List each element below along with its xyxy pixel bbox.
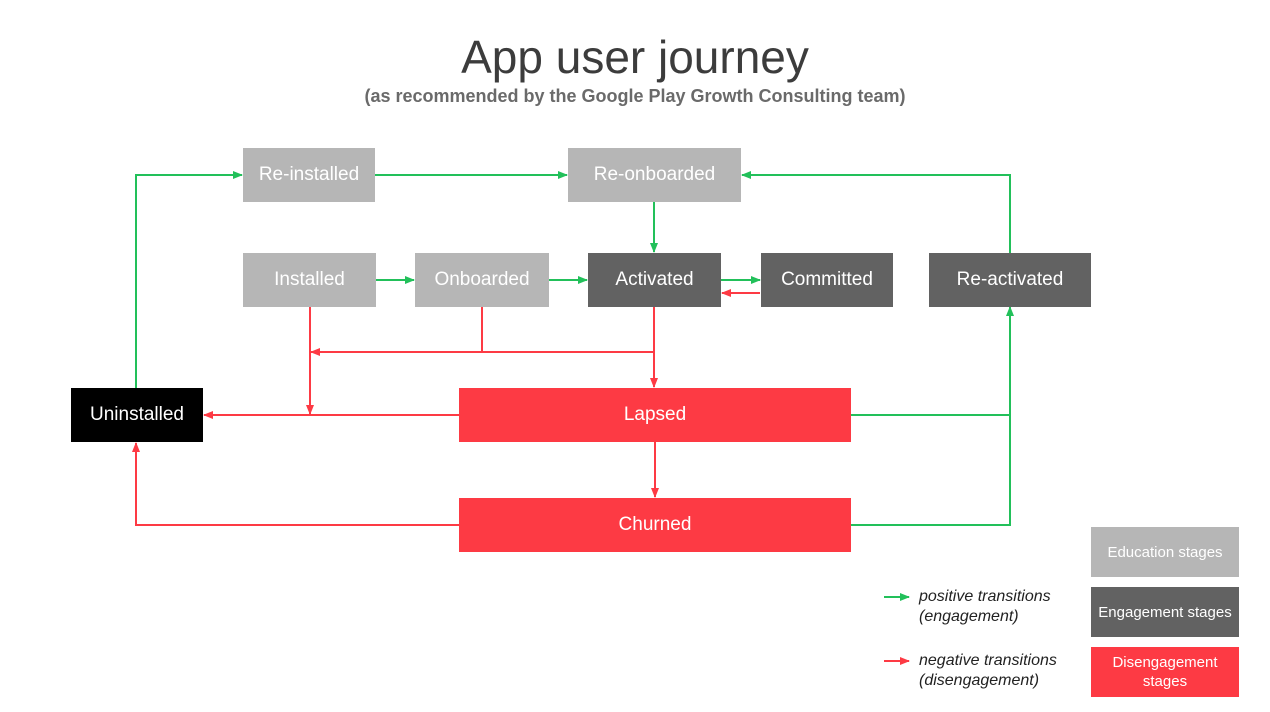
- arrow-uninstalled-to-reinstalled: [135, 171, 243, 388]
- legend-positive-line1: positive transitions: [919, 588, 1051, 605]
- legend-engagement-stages: Engagement stages: [1091, 587, 1239, 637]
- node-reonboarded: Re-onboarded: [568, 148, 741, 202]
- legend-education-stages: Education stages: [1091, 527, 1239, 577]
- node-lapsed: Lapsed: [459, 388, 851, 442]
- legend-negative-line2: (disengagement): [919, 672, 1040, 689]
- arrow-reactivated-to-reonboarded: [741, 171, 1011, 253]
- arrow-lapsed-to-reactivated: [851, 306, 1014, 416]
- node-churned: Churned: [459, 498, 851, 552]
- legend-disengagement-stages: Disengagement stages: [1091, 647, 1239, 697]
- legend-negative-label: negative transitions (disengagement): [919, 651, 1057, 691]
- diagram-subtitle: (as recommended by the Google Play Growt…: [364, 86, 906, 106]
- arrow-churned-to-uninstalled: [132, 442, 459, 526]
- node-onboarded: Onboarded: [415, 253, 549, 307]
- legend-positive-line2: (engagement): [919, 608, 1019, 625]
- legend-positive-label: positive transitions (engagement): [919, 587, 1051, 627]
- node-uninstalled: Uninstalled: [71, 388, 203, 442]
- node-reinstalled: Re-installed: [243, 148, 375, 202]
- node-activated: Activated: [588, 253, 721, 307]
- arrow-churned-to-reactivated: [851, 415, 1011, 526]
- legend-negative-line1: negative transitions: [919, 652, 1057, 669]
- node-committed: Committed: [761, 253, 893, 307]
- node-installed: Installed: [243, 253, 376, 307]
- node-reactivated: Re-activated: [929, 253, 1091, 307]
- diagram-title: App user journey: [461, 31, 809, 83]
